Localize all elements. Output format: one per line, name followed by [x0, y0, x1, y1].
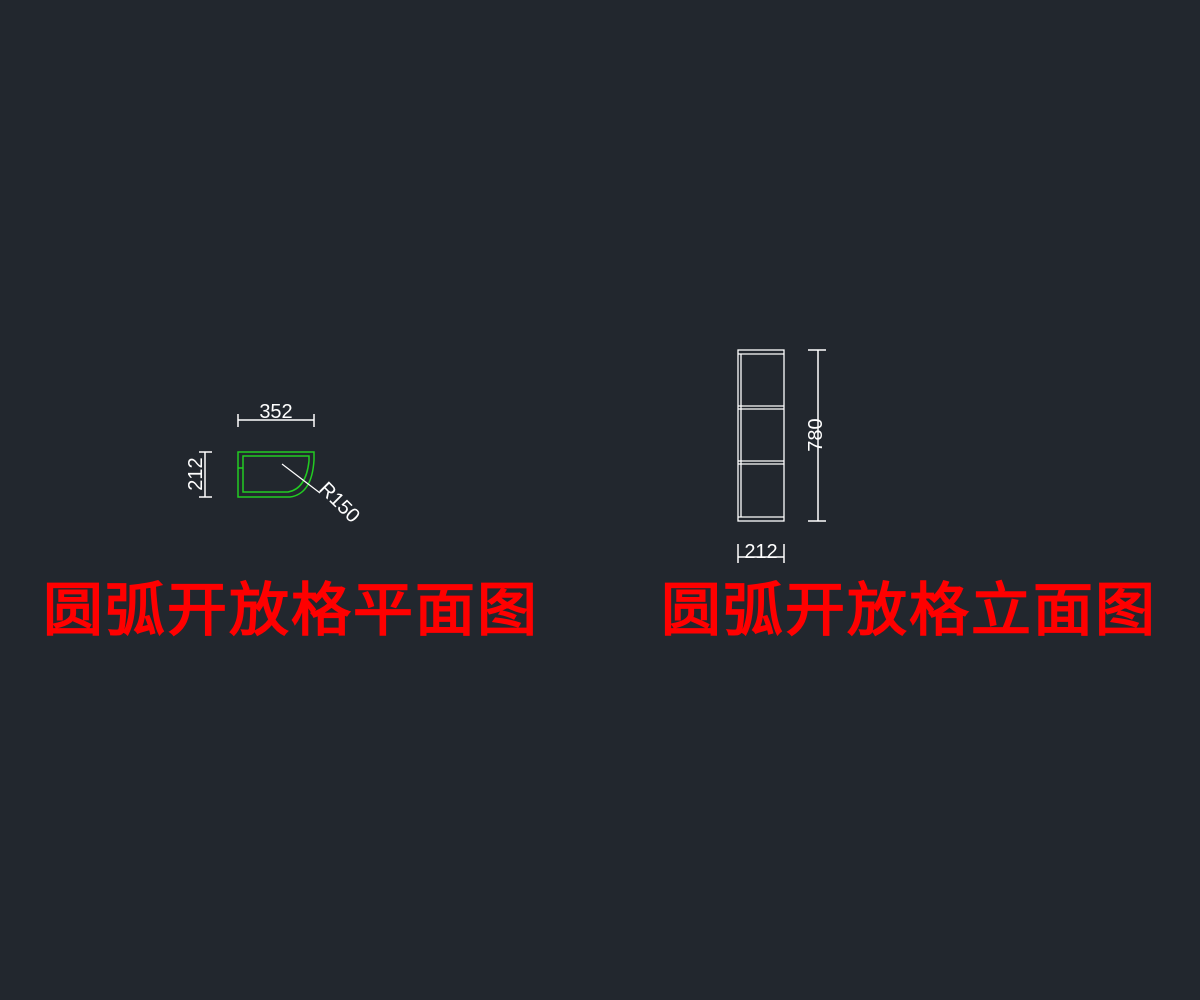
elevation-height-label: 780 [805, 418, 827, 451]
elevation-view: 780 212 [737, 349, 827, 563]
plan-width-dimension [237, 414, 315, 427]
plan-radius-label: R150 [314, 478, 363, 527]
elevation-outer-frame [737, 349, 785, 522]
plan-depth-label: 212 [185, 457, 207, 490]
plan-depth-dimension [199, 451, 212, 498]
plan-outer-outline [237, 451, 315, 498]
plan-view: 352 212 R150 [185, 401, 364, 527]
elevation-width-label: 212 [744, 541, 777, 563]
plan-inner-outline [242, 455, 310, 493]
elevation-shelf-outline [737, 349, 785, 522]
plan-shelf-outline [237, 451, 315, 498]
elevation-width-dimension [737, 544, 785, 563]
plan-width-label: 352 [259, 401, 292, 423]
plan-title: 圆弧开放格平面图 [43, 576, 539, 644]
elevation-height-dimension [808, 349, 826, 522]
elevation-title: 圆弧开放格立面图 [661, 576, 1157, 644]
plan-radius-leader [281, 463, 321, 494]
